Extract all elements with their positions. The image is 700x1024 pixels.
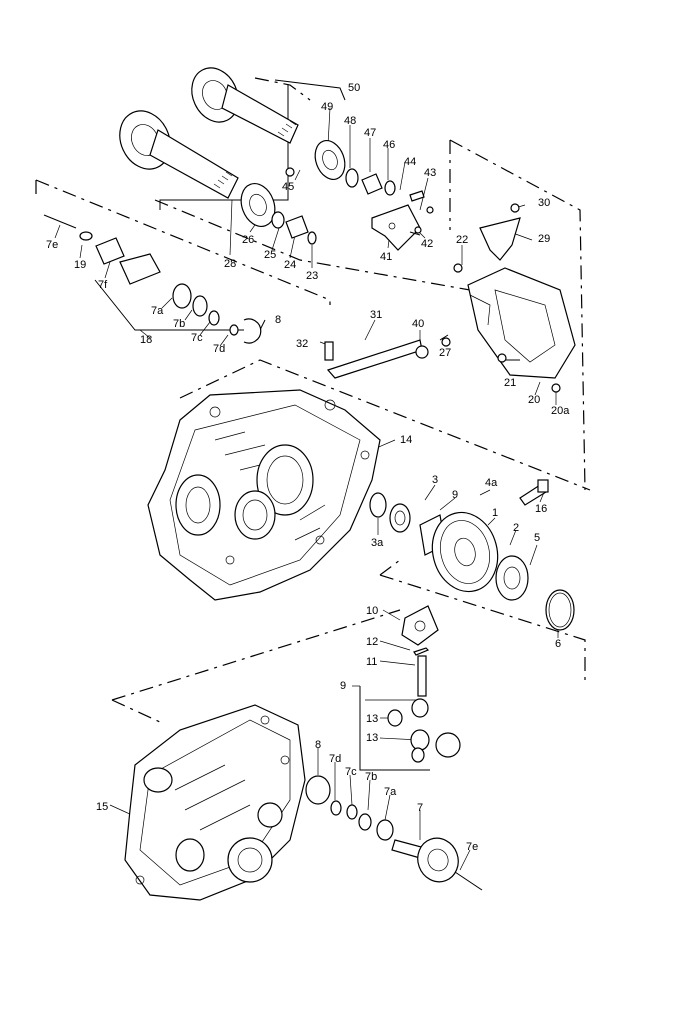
callout-label: 9 <box>340 680 346 692</box>
callout-label: 7a <box>384 786 397 798</box>
callout-label: 20a <box>551 405 570 417</box>
lower-axle-flange-shaft <box>119 110 239 199</box>
callout-label: 25 <box>264 249 276 261</box>
callout-label: 12 <box>366 636 378 648</box>
callout-label: 6 <box>555 638 561 650</box>
selector-lever <box>324 339 429 379</box>
callout-labels: 50 49 48 47 46 44 43 45 42 41 30 29 22 2… <box>46 82 570 853</box>
callout-label: 8 <box>275 314 281 326</box>
callout-label: 4a <box>485 477 498 489</box>
callout-label: 20 <box>528 394 540 406</box>
callout-label: 7 <box>417 802 423 814</box>
callout-label: 32 <box>296 338 308 350</box>
callout-label: 43 <box>424 167 436 179</box>
lower-bearing-set <box>240 183 317 245</box>
mounting-bracket <box>371 204 421 251</box>
callout-label: 7b <box>365 771 377 783</box>
callout-label: 10 <box>366 605 378 617</box>
callout-label: 19 <box>74 259 86 271</box>
callout-label: 22 <box>456 234 468 246</box>
callout-label: 13 <box>366 713 378 725</box>
callout-label: 45 <box>282 181 294 193</box>
callout-label: 47 <box>364 127 376 139</box>
clutch-bell-housing <box>467 267 576 379</box>
callout-label: 9 <box>452 489 458 501</box>
differential-gear-set <box>387 605 461 763</box>
group-boundaries <box>35 77 591 723</box>
callout-label: 3a <box>371 537 384 549</box>
callout-label: 7e <box>466 841 478 853</box>
callout-label: 49 <box>321 101 333 113</box>
callout-label: 7d <box>329 753 341 765</box>
callout-label: 7b <box>173 318 185 330</box>
bolts <box>285 167 561 393</box>
callout-label: 2 <box>513 522 519 534</box>
callout-label: 28 <box>224 258 236 270</box>
callout-label: 13 <box>366 732 378 744</box>
callout-label: 3 <box>432 474 438 486</box>
callout-label: 7d <box>213 343 225 355</box>
callout-label: 5 <box>534 532 540 544</box>
callout-label: 29 <box>538 233 550 245</box>
callout-label: 48 <box>344 115 356 127</box>
callout-label: 46 <box>383 139 395 151</box>
callout-label: 8 <box>315 739 321 751</box>
callout-label: 42 <box>421 238 433 250</box>
transmission-housing <box>147 389 381 601</box>
upper-bearing-set <box>314 140 425 202</box>
callout-label: 7c <box>345 766 357 778</box>
callout-label: 18 <box>140 334 152 346</box>
callout-label: 30 <box>538 197 550 209</box>
callout-label: 23 <box>306 270 318 282</box>
callout-label: 16 <box>535 503 547 515</box>
callout-label: 7a <box>151 305 164 317</box>
callout-label: 21 <box>504 377 516 389</box>
upper-axle-flange-shaft <box>191 67 299 144</box>
callout-label: 24 <box>284 259 296 271</box>
gearbox-housing <box>124 704 306 901</box>
callout-label: 40 <box>412 318 424 330</box>
callout-label: 27 <box>439 347 451 359</box>
callout-label: 7c <box>191 332 203 344</box>
callout-label: 50 <box>348 82 360 94</box>
callout-label: 7f <box>98 279 108 291</box>
lower-output-flange-group <box>305 775 483 891</box>
callout-label: 41 <box>380 251 392 263</box>
callout-label: 11 <box>366 656 377 668</box>
callout-label: 14 <box>400 434 412 446</box>
differential-assembly <box>369 492 575 631</box>
callout-label: 44 <box>404 156 416 168</box>
speed-sensor <box>519 479 549 506</box>
callout-label: 31 <box>370 309 382 321</box>
cover-plate <box>479 217 521 261</box>
cv-joint-group <box>43 214 262 344</box>
callout-label: 7e <box>46 239 58 251</box>
callout-label: 15 <box>96 801 108 813</box>
callout-label: 1 <box>492 507 498 519</box>
callout-label: 26 <box>242 234 254 246</box>
